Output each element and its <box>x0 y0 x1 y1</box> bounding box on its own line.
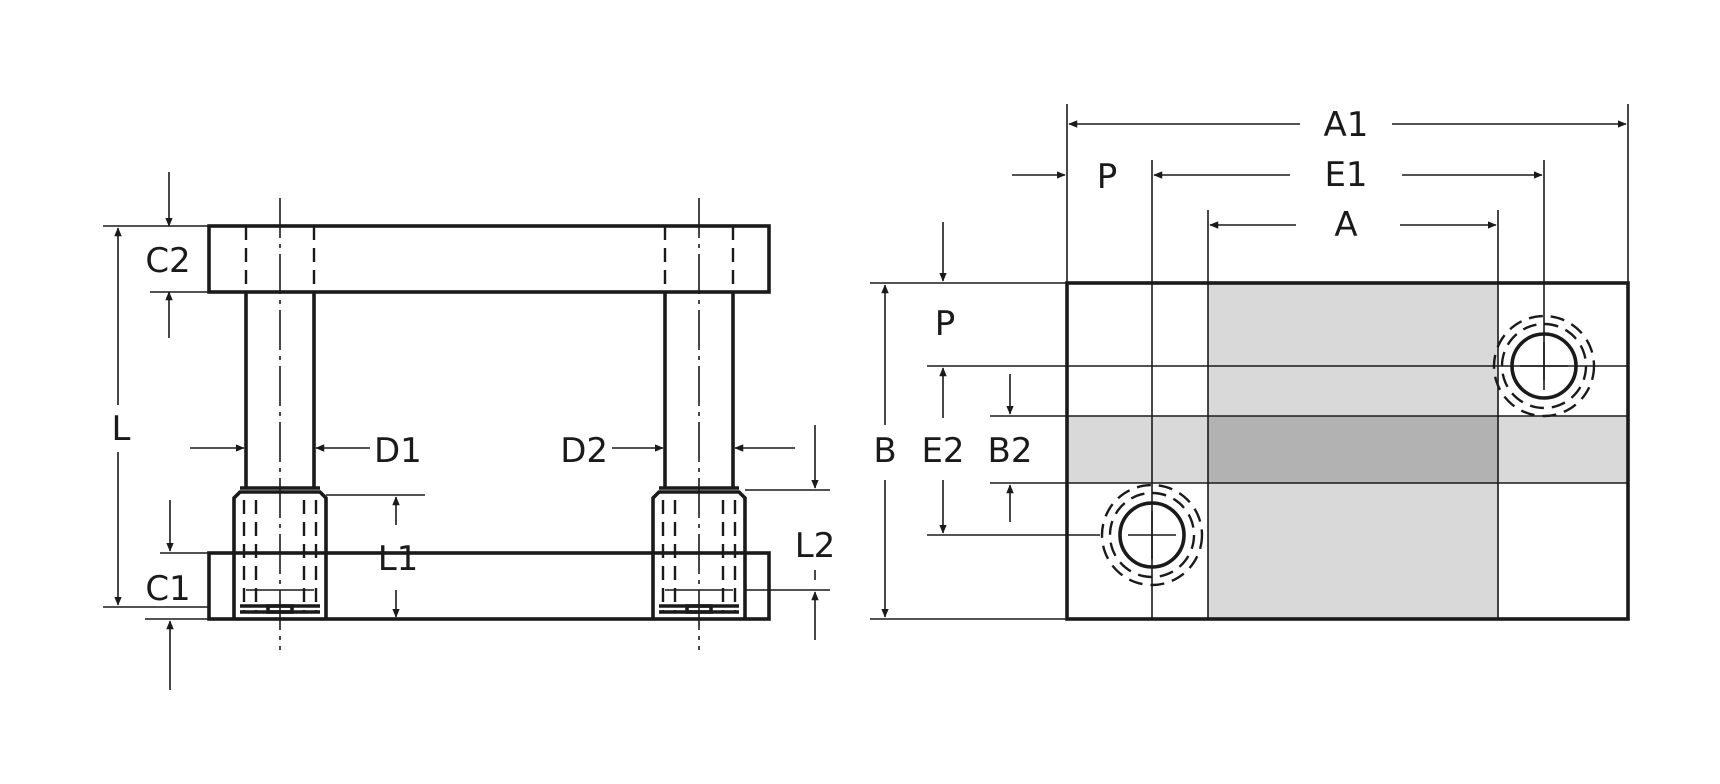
dim-label-p-horizontal: P <box>1097 157 1118 197</box>
bottom-plate <box>207 551 771 621</box>
dim-label-a1: A1 <box>1324 105 1369 145</box>
guide-hole-top-right <box>1492 314 1596 418</box>
dim-label-d1: D1 <box>374 431 422 471</box>
dim-label-l1: L1 <box>378 539 419 579</box>
guide-hole-bottom-left <box>1100 483 1204 587</box>
right-guide-pillar <box>651 198 747 650</box>
left-guide-pillar <box>232 198 328 650</box>
top-plate <box>207 224 771 294</box>
side-view: C2 L D1 D2 L1 L2 C1 <box>103 172 835 690</box>
dim-label-c2: C2 <box>145 241 190 281</box>
dim-label-e2: E2 <box>921 431 964 471</box>
dim-label-d2: D2 <box>560 431 608 471</box>
dim-label-a: A <box>1334 205 1357 245</box>
dim-label-b: B <box>873 431 896 471</box>
plate-outline <box>1065 281 1630 621</box>
dim-label-b2: B2 <box>988 431 1033 471</box>
dim-label-c1: C1 <box>145 569 190 609</box>
dim-label-l: L <box>112 409 131 449</box>
top-view: A1 P E1 A P B E2 B2 <box>870 104 1630 621</box>
dim-label-l2: L2 <box>795 526 836 566</box>
dim-label-p-vertical: P <box>935 304 956 344</box>
shaded-overlap <box>1208 416 1498 483</box>
dim-label-e1: E1 <box>1324 155 1367 195</box>
